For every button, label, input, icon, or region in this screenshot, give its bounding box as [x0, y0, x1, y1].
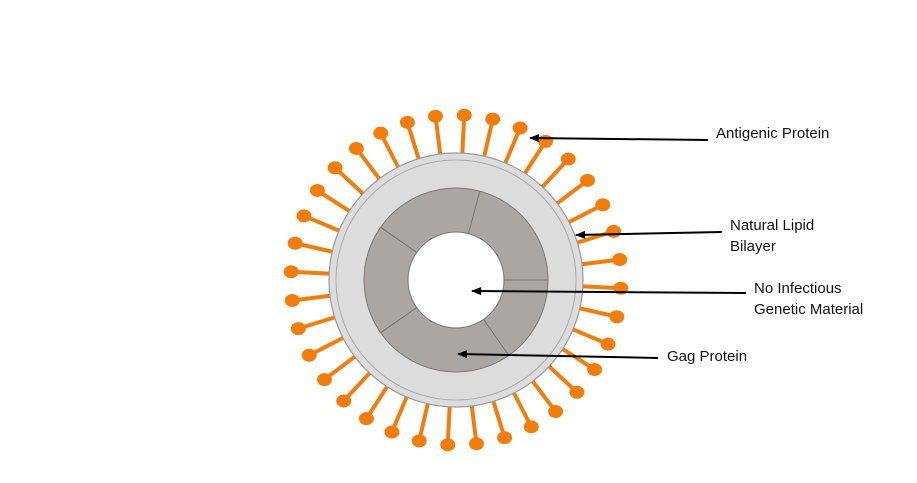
label-gag-protein: Gag Protein [667, 346, 747, 367]
spike-head [358, 412, 374, 426]
spike-head [399, 115, 415, 129]
spike-head [600, 337, 616, 351]
spike-head [384, 425, 400, 439]
antigenic-protein-spikes [283, 108, 629, 452]
spike-head [512, 121, 528, 135]
genetic-material-core [407, 231, 505, 329]
gag-segment-divider [483, 319, 510, 356]
spike-head [580, 173, 596, 187]
gag-segment-divider [380, 307, 417, 334]
spike-head [538, 134, 554, 148]
spike-head [497, 431, 513, 445]
spike-head [606, 224, 622, 238]
spike-head [373, 126, 389, 140]
spike-head [485, 112, 501, 126]
spike-head [456, 108, 472, 122]
spike-head [411, 434, 427, 448]
spike-head [309, 183, 325, 197]
spike-head [336, 394, 352, 408]
spike-head [609, 310, 625, 324]
spike-head [327, 161, 343, 175]
spike-head [296, 209, 312, 223]
spike-head [523, 420, 539, 434]
spike-head [283, 265, 299, 279]
spike-head [290, 322, 306, 336]
label-arrows [457, 134, 747, 359]
lipid-bilayer-inner [335, 159, 577, 401]
spike-head [468, 437, 484, 451]
spike-head [428, 109, 444, 123]
spike-head [612, 253, 628, 267]
spike-head [348, 141, 364, 155]
label-antigenic-protein: Antigenic Protein [716, 123, 829, 144]
label-genetic-material: No Infectious Genetic Material [754, 278, 863, 320]
spike-head [287, 236, 303, 250]
arrow-lipid-bilayer [575, 230, 723, 239]
particle-body [328, 152, 584, 408]
spike-head [548, 405, 564, 419]
spike-head [284, 293, 300, 307]
gag-segment-divider [380, 226, 417, 253]
spike-head [595, 198, 611, 212]
spike-head [440, 438, 456, 452]
label-antigenic-protein-text: Antigenic Protein [716, 125, 830, 142]
spike-head [560, 152, 576, 166]
spike-head [569, 385, 585, 399]
label-genetic-material-line2: Genetic Material [754, 301, 864, 318]
label-lipid-bilayer: Natural Lipid Bilayer [730, 215, 814, 257]
gag-segment-divider [467, 191, 481, 234]
spike-head [587, 363, 603, 377]
label-lipid-bilayer-line2: Bilayer [730, 238, 776, 255]
spike-head [316, 373, 332, 387]
label-lipid-bilayer-line1: Natural Lipid [730, 217, 815, 234]
arrow-genetic-material [471, 287, 747, 296]
label-genetic-material-line1: No Infectious [754, 280, 842, 297]
label-gag-protein-text: Gag Protein [667, 348, 748, 365]
arrow-gag-protein [457, 350, 659, 359]
gag-protein-segment-dividers [380, 191, 548, 356]
arrow-antigenic-protein [529, 134, 709, 143]
spike-head [301, 348, 317, 362]
